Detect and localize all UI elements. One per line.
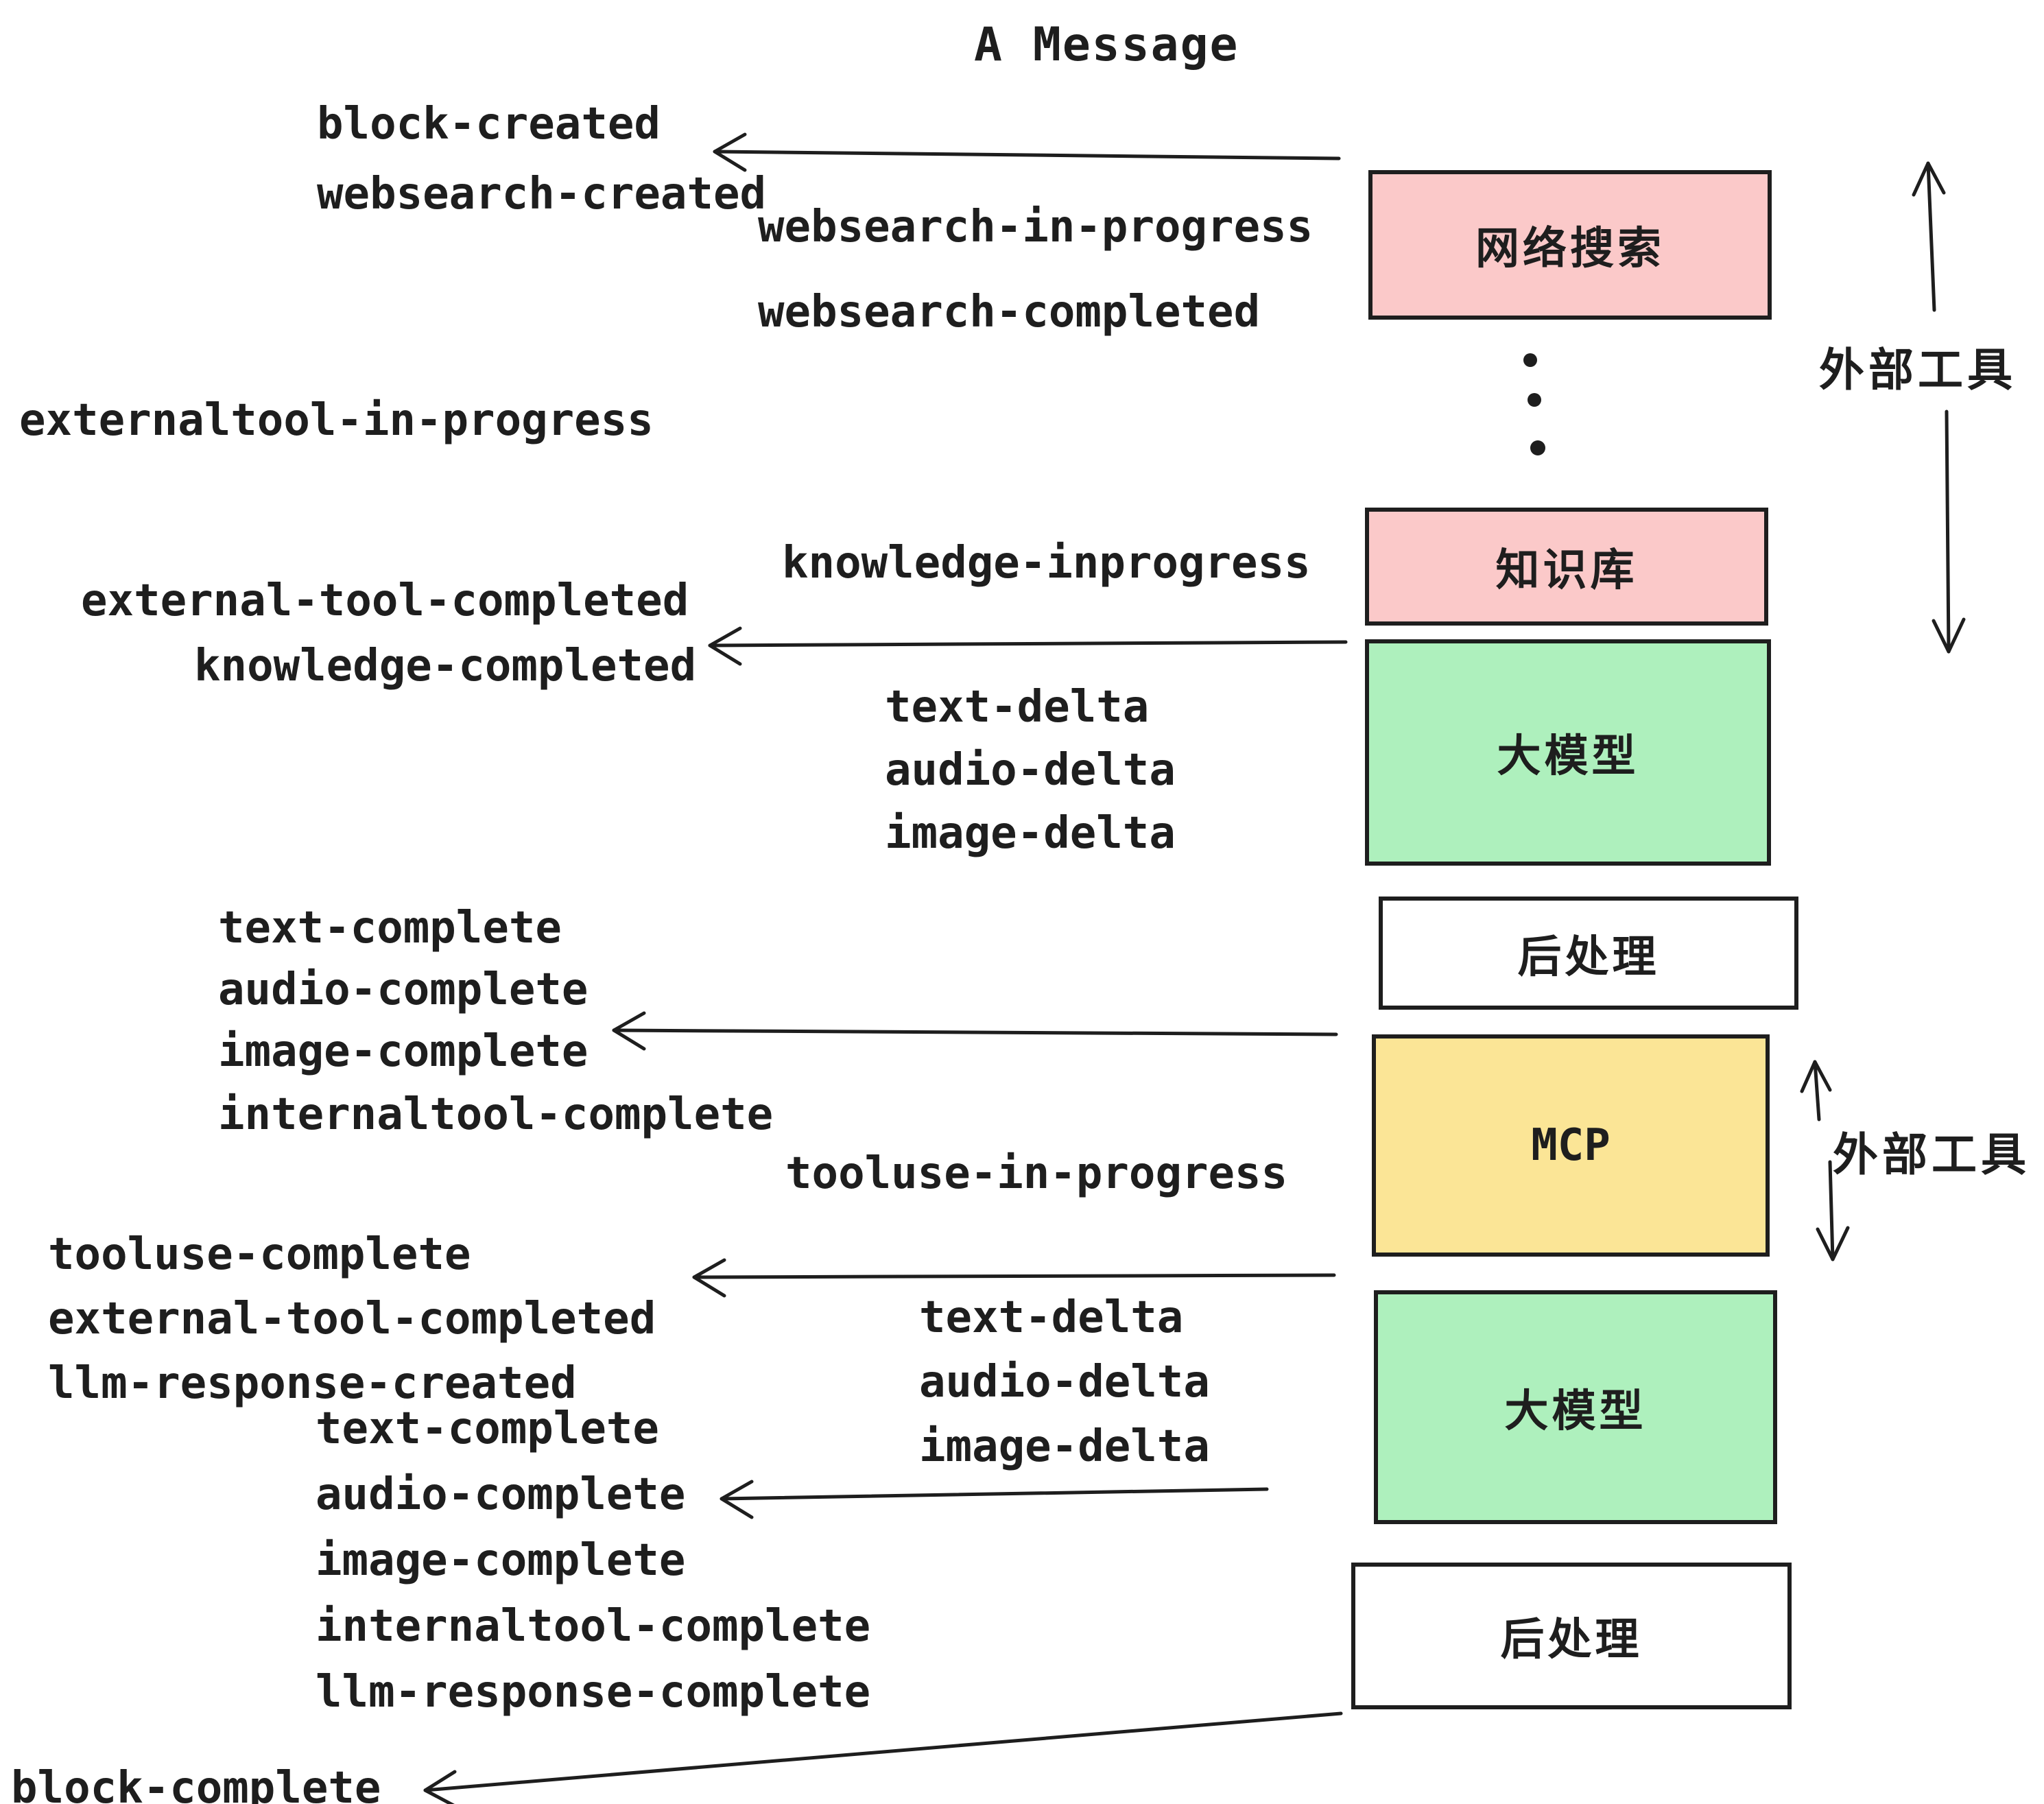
arrow-audio-complete-bottom-icon bbox=[720, 1480, 1269, 1519]
event-label-audio-delta-bottom: audio-delta bbox=[919, 1357, 1210, 1408]
arrow-image-complete-top-icon bbox=[612, 1011, 1338, 1051]
event-label-text-complete-top: text-complete bbox=[218, 903, 562, 953]
event-label-external-tool-completed-bottom: external-tool-completed bbox=[48, 1294, 656, 1344]
knowledge-base-box-label: 知识库 bbox=[1495, 545, 1638, 596]
websearch-box: 网络搜索 bbox=[1368, 170, 1772, 320]
mcp-box: MCP bbox=[1372, 1034, 1770, 1257]
mcp-box-label: MCP bbox=[1531, 1120, 1611, 1171]
event-label-internaltool-complete-bottom: internaltool-complete bbox=[316, 1601, 871, 1652]
event-label-audio-complete-top: audio-complete bbox=[218, 964, 589, 1015]
arrow-tooluse-complete-icon bbox=[692, 1258, 1336, 1298]
llm-box-bottom: 大模型 bbox=[1374, 1290, 1777, 1524]
event-label-external-tool-completed-top: external-tool-completed bbox=[81, 575, 689, 626]
event-label-tooluse-complete: tooluse-complete bbox=[48, 1229, 471, 1280]
event-label-knowledge-completed: knowledge-completed bbox=[194, 641, 697, 691]
websearch-box-label: 网络搜索 bbox=[1475, 224, 1665, 274]
event-label-audio-delta-top: audio-delta bbox=[885, 745, 1176, 796]
external-tools-annotation-top: 外部工具 bbox=[1819, 344, 2017, 396]
external-tools-down-arrow-top-icon bbox=[1932, 410, 1966, 654]
postprocess-box-bottom: 后处理 bbox=[1351, 1563, 1792, 1709]
postprocess-box-top: 后处理 bbox=[1379, 897, 1798, 1010]
llm-box-top: 大模型 bbox=[1365, 639, 1771, 866]
external-tools-down-arrow-middle-icon bbox=[1816, 1160, 1850, 1261]
event-label-text-delta-top: text-delta bbox=[885, 682, 1150, 733]
event-label-llm-response-created: llm-response-created bbox=[48, 1358, 577, 1409]
event-label-image-complete-top: image-complete bbox=[218, 1026, 589, 1077]
external-tools-up-arrow-top-icon bbox=[1912, 161, 1946, 312]
event-label-audio-complete-bottom: audio-complete bbox=[316, 1469, 686, 1520]
event-label-externaltool-in-progress: externaltool-in-progress bbox=[19, 395, 654, 446]
postprocess-box-top-label: 后处理 bbox=[1517, 931, 1660, 983]
event-label-text-complete-bottom: text-complete bbox=[316, 1403, 659, 1454]
event-label-block-complete: block-complete bbox=[11, 1763, 381, 1804]
diagram-title: A Message bbox=[974, 18, 1239, 72]
event-label-tooluse-in-progress: tooluse-in-progress bbox=[785, 1148, 1288, 1199]
postprocess-box-bottom-label: 后处理 bbox=[1500, 1615, 1643, 1665]
external-tools-up-arrow-middle-icon bbox=[1800, 1060, 1832, 1121]
event-label-knowledge-inprogress: knowledge-inprogress bbox=[782, 538, 1311, 589]
event-label-websearch-in-progress: websearch-in-progress bbox=[758, 202, 1314, 252]
event-label-block-created: block-created bbox=[317, 99, 661, 150]
event-label-image-complete-bottom: image-complete bbox=[316, 1535, 686, 1586]
event-label-image-delta-top: image-delta bbox=[885, 808, 1176, 859]
event-label-websearch-created: websearch-created bbox=[317, 169, 767, 219]
event-label-image-delta-bottom: image-delta bbox=[919, 1421, 1210, 1472]
llm-box-bottom-label: 大模型 bbox=[1504, 1386, 1647, 1437]
arrow-knowledge-completed-icon bbox=[708, 626, 1348, 666]
event-label-text-delta-bottom: text-delta bbox=[919, 1292, 1184, 1343]
event-label-internaltool-complete-top: internaltool-complete bbox=[218, 1089, 774, 1140]
llm-box-top-label: 大模型 bbox=[1497, 731, 1639, 782]
knowledge-base-box: 知识库 bbox=[1365, 508, 1768, 626]
event-label-llm-response-complete: llm-response-complete bbox=[316, 1667, 871, 1718]
event-label-websearch-completed: websearch-completed bbox=[758, 287, 1261, 337]
external-tools-annotation-middle: 外部工具 bbox=[1833, 1128, 2030, 1181]
arrow-block-complete-icon bbox=[423, 1711, 1343, 1804]
ellipsis-dots-icon bbox=[1523, 353, 1545, 455]
arrow-websearch-created-icon bbox=[713, 132, 1341, 172]
